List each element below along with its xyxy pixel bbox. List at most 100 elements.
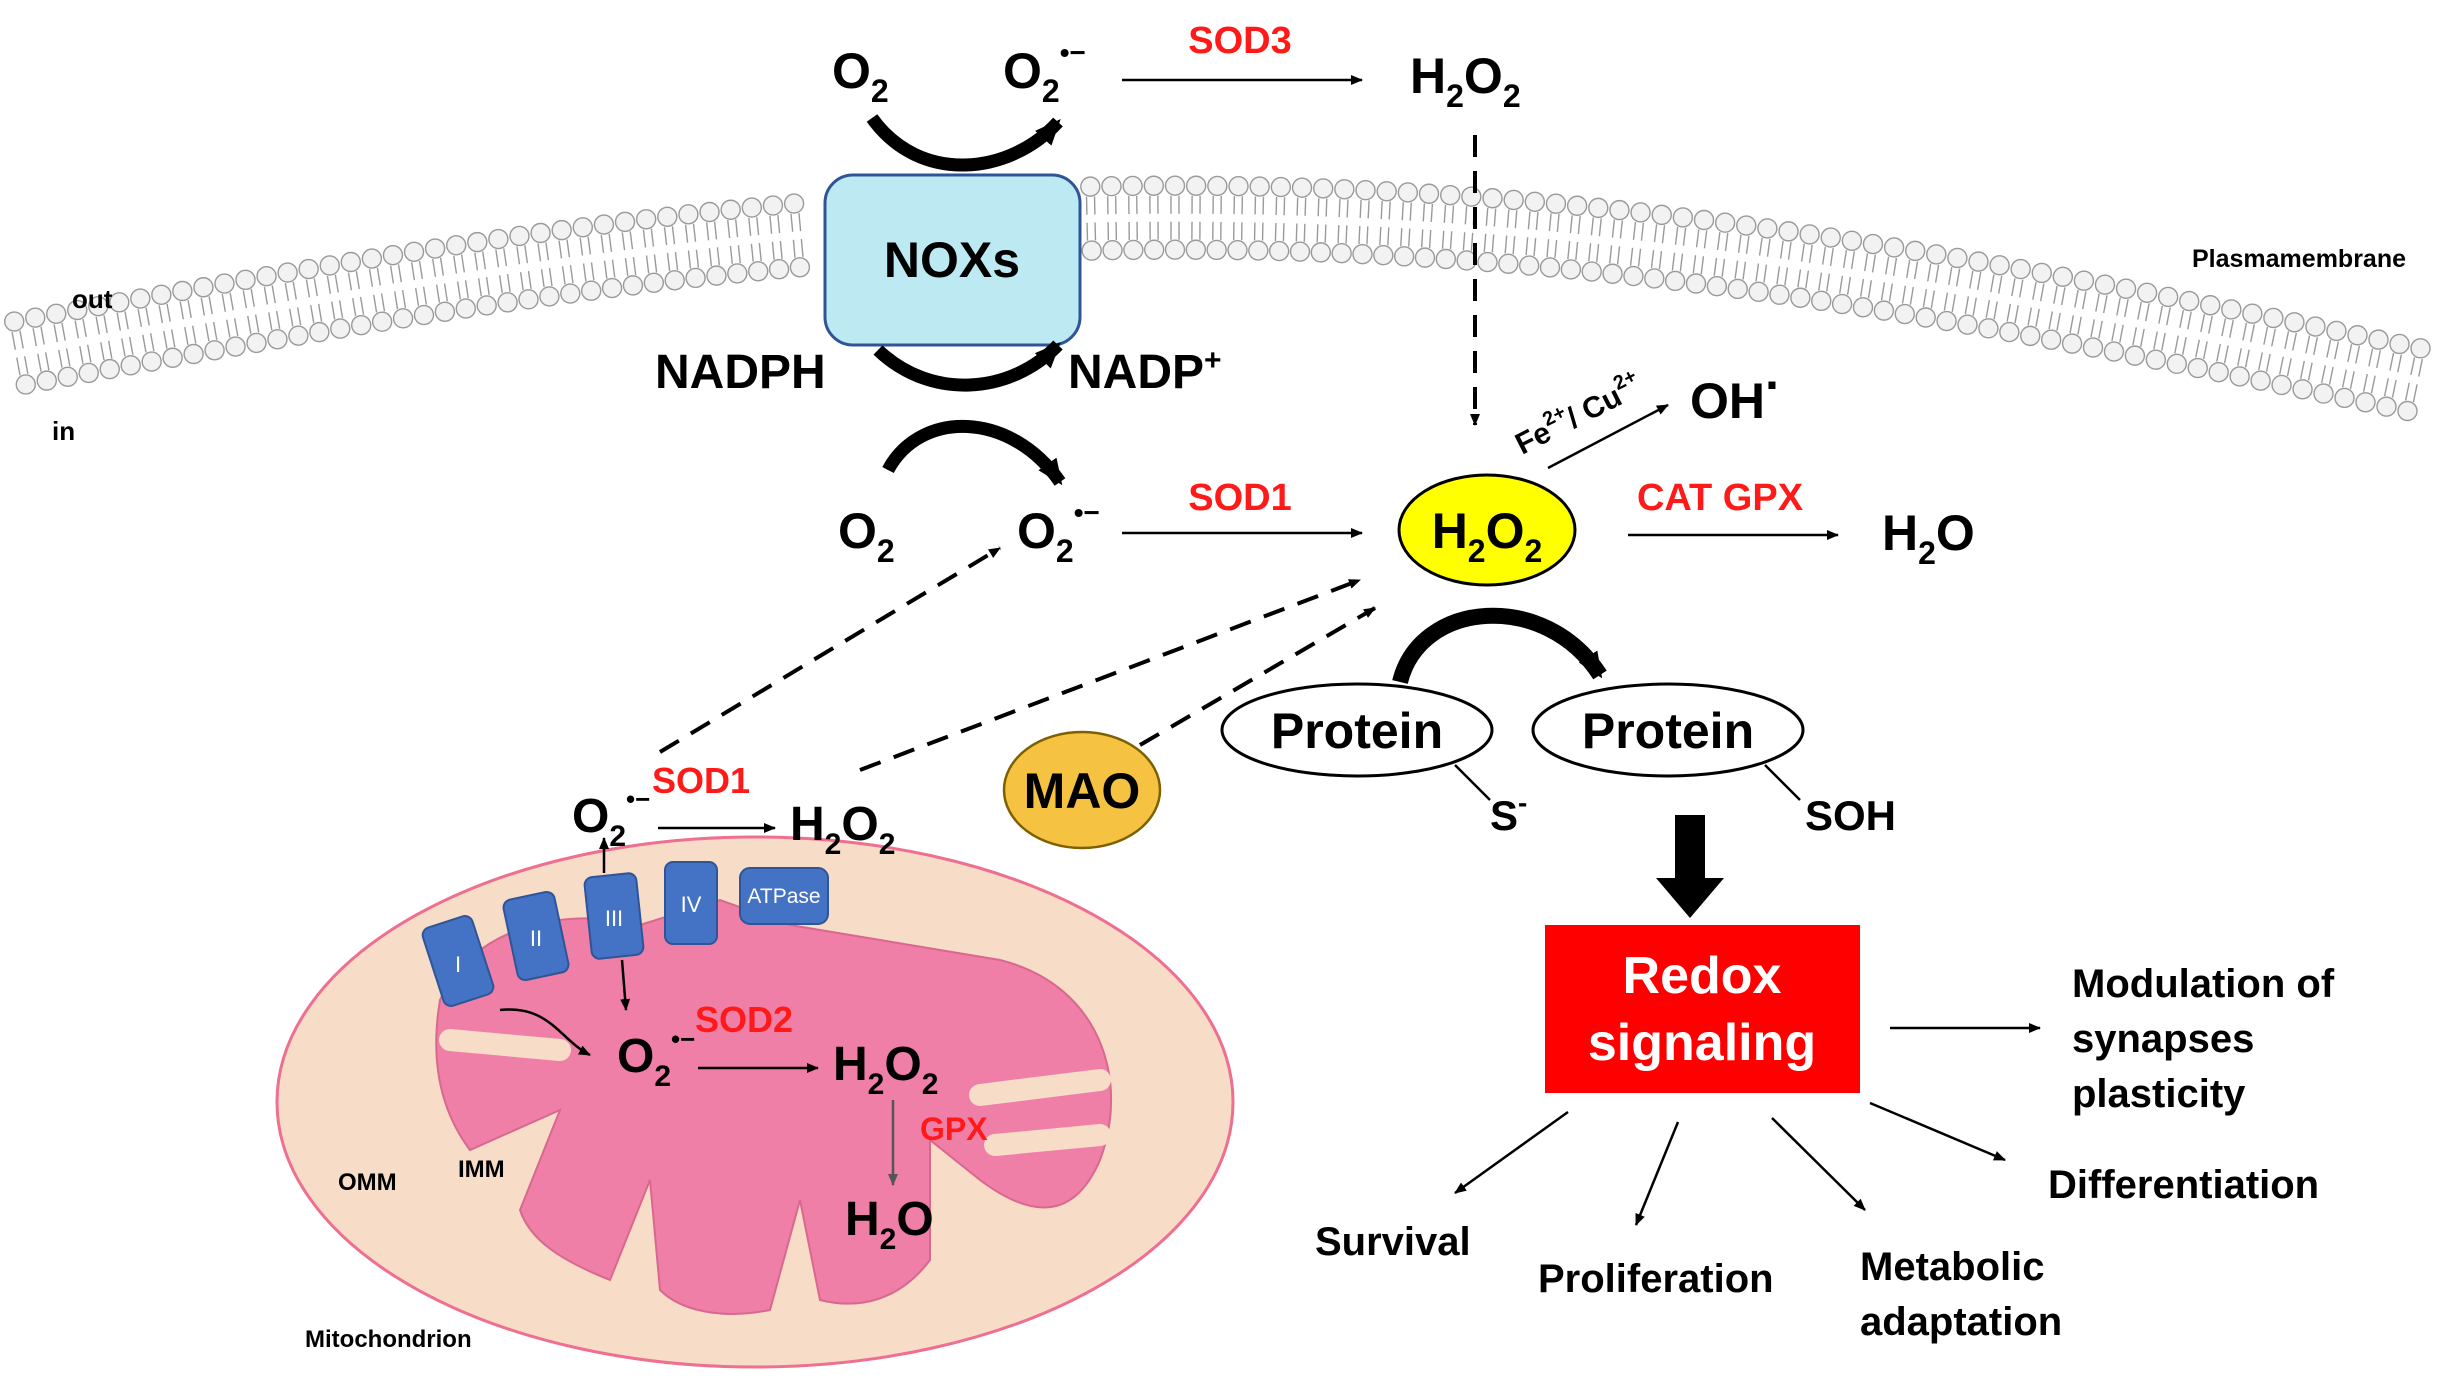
lipid-head-outer [1545, 193, 1567, 214]
protein-reduced-label: Protein [1271, 703, 1443, 759]
protein-oxidized [1531, 682, 1805, 778]
lipid-tail [373, 294, 378, 313]
lipid-tail [687, 250, 692, 269]
lipid-tail [1504, 235, 1508, 254]
lipid-head-outer [25, 307, 46, 328]
lipid-tail [524, 245, 529, 264]
lipid-head-inner [162, 347, 183, 368]
lipid-head-inner [183, 343, 204, 365]
lipid-tail [2320, 365, 2326, 384]
lipid-tail [748, 217, 752, 236]
lipid-tail [1575, 241, 1579, 260]
mito-water: H2O [845, 1193, 934, 1256]
lipid-tail [611, 259, 616, 278]
lipid-tail [1409, 202, 1412, 221]
outcome-modulation-2: synapses [2072, 1017, 2254, 1061]
outcome-modulation-1: Modulation of [2072, 962, 2335, 1006]
lipid-tail [1884, 256, 1890, 275]
nadph-label: NADPH [655, 346, 826, 399]
lipid-tail [359, 296, 365, 315]
lipid-head-outer [1651, 204, 1672, 226]
lipid-tail [1462, 232, 1466, 251]
lipid-head-outer [530, 222, 551, 244]
h2o2-central-label: H2O2 [1432, 503, 1543, 569]
lipid-head-outer [1503, 189, 1524, 211]
nadph-curved-arrow [873, 340, 1063, 392]
lipid-head-inner [601, 277, 623, 299]
lipid-tail [2389, 352, 2395, 371]
lipid-tail [1611, 219, 1616, 238]
lipid-head-outer [214, 273, 235, 294]
lipid-head-outer [2347, 325, 2368, 346]
lipid-tail [2153, 331, 2158, 350]
lipid-head-outer [1080, 176, 1101, 197]
lipid-tail [1598, 218, 1602, 237]
lipid-tail [331, 301, 336, 320]
sod1-mito-label: SOD1 [652, 760, 750, 801]
lipid-tail [482, 251, 487, 270]
lipid-tail [2391, 379, 2397, 398]
lipid-head-inner [1206, 239, 1227, 261]
lipid-tail [1913, 261, 1919, 280]
lipid-tail [275, 310, 281, 329]
lipid-tail [397, 264, 403, 283]
lipid-tail [2053, 285, 2058, 304]
signal-arrow-head [1656, 878, 1724, 918]
lipid-tail [2137, 301, 2142, 320]
lipid-tail [1658, 251, 1663, 270]
lipid-head-outer [298, 258, 319, 280]
mito-superoxide-diffusion [658, 546, 1002, 754]
lipid-head-outer [2305, 316, 2326, 337]
lipid-head-outer [193, 277, 214, 298]
h2o2-central [1397, 473, 1577, 587]
lipid-head-inner [2397, 400, 2418, 422]
lipid-head-inner [15, 374, 36, 395]
lipid-head-inner [246, 332, 267, 354]
lipid-head-inner [455, 298, 476, 319]
lipid-tail [1619, 220, 1624, 239]
complex-iii [583, 872, 645, 960]
lipid-head-inner [1581, 261, 1602, 282]
complex-ii-label: II [530, 926, 542, 951]
complex-iv-label: IV [681, 892, 702, 917]
lipid-head-outer [635, 209, 657, 230]
lipid-tail [1380, 201, 1383, 220]
lipid-head-inner [1769, 284, 1790, 305]
lipid-tail [1316, 224, 1319, 243]
lipid-tail [2410, 357, 2416, 376]
lipid-tail [737, 245, 741, 264]
lipid-tail [2286, 358, 2292, 377]
lipid-head-inner [2103, 341, 2125, 362]
lipid-tail [608, 233, 613, 252]
lipid-tail [1295, 223, 1298, 242]
lipid-head-inner [2208, 362, 2229, 383]
lipid-head-outer [593, 214, 615, 235]
lipid-tail [2299, 360, 2305, 379]
lipid-tail [1590, 217, 1594, 236]
lipid-tail [666, 252, 671, 271]
lipid-head-outer [2157, 286, 2179, 308]
lipid-head-outer [1672, 207, 1694, 228]
water-product: H2O [1882, 505, 1975, 571]
lipid-head-inner [350, 314, 372, 336]
atp-synthase-label: ATPase [747, 885, 820, 908]
lipid-head-outer [1185, 175, 1207, 196]
lipid-head-outer [1630, 202, 1651, 223]
arrow-differentiation [1869, 1101, 2006, 1162]
lipid-head-inner [2313, 383, 2334, 404]
lipid-head-outer [403, 241, 425, 263]
lipid-tail [65, 348, 71, 367]
lipid-head-inner [1477, 251, 1498, 273]
lipid-tail [1721, 258, 1726, 277]
mito-superoxide-ims: O2•− [572, 784, 650, 853]
lipid-tail [1737, 234, 1742, 253]
superoxide-top: O2•− [1003, 37, 1086, 109]
lipid-tail [1763, 264, 1768, 283]
lipid-tail [587, 236, 592, 255]
lipid-tail [2258, 352, 2263, 371]
lipid-head-outer [1291, 177, 1313, 198]
bottom-curved-arrow [882, 420, 1066, 486]
lipid-tail [2271, 328, 2276, 347]
lipid-head-outer [2115, 278, 2137, 299]
